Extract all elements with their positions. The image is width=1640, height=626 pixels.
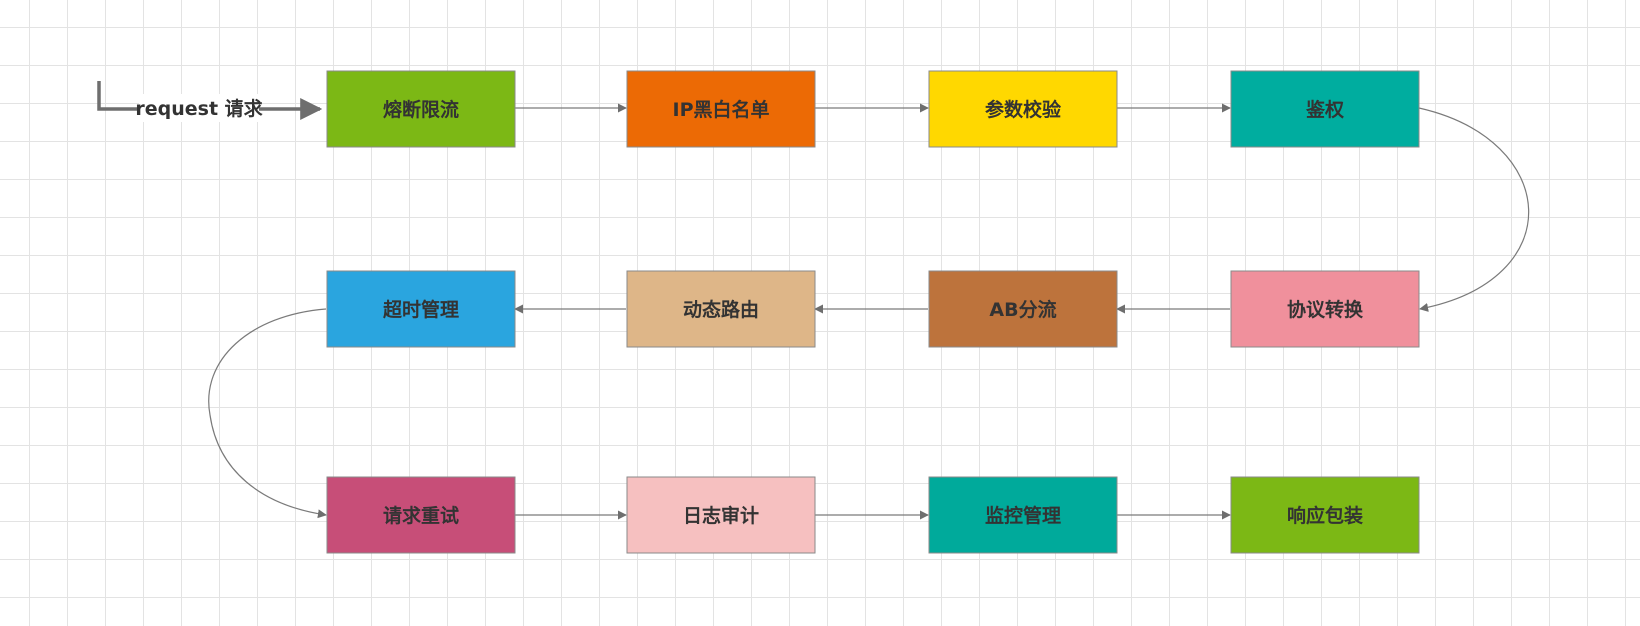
node-box <box>326 270 516 348</box>
node-label: 鉴权 <box>1305 98 1344 121</box>
edge-n8-n9 <box>208 308 327 519</box>
node-response-wrap[interactable]: 响应包装 <box>1230 476 1420 554</box>
node-box <box>1230 70 1420 148</box>
node-param-validation[interactable]: 参数校验 <box>928 70 1118 148</box>
node-box <box>626 70 816 148</box>
node-label: AB分流 <box>989 298 1056 321</box>
node-box <box>626 270 816 348</box>
node-label: IP黑白名单 <box>673 98 770 121</box>
node-ab-split[interactable]: AB分流 <box>928 270 1118 348</box>
node-label: 参数校验 <box>985 98 1062 121</box>
entry-connector: request 请求 <box>97 81 323 122</box>
node-label: 协议转换 <box>1287 298 1364 321</box>
node-request-retry[interactable]: 请求重试 <box>326 476 516 554</box>
node-auth[interactable]: 鉴权 <box>1230 70 1420 148</box>
node-label: 日志审计 <box>683 504 759 527</box>
node-label: 动态路由 <box>683 298 759 321</box>
node-box <box>326 70 516 148</box>
edges <box>208 103 1530 520</box>
node-box <box>626 476 816 554</box>
node-box <box>1230 270 1420 348</box>
node-box <box>1230 476 1420 554</box>
entry-label-bg <box>139 94 259 122</box>
node-log-audit[interactable]: 日志审计 <box>626 476 816 554</box>
node-box <box>928 270 1118 348</box>
node-dynamic-routing[interactable]: 动态路由 <box>626 270 816 348</box>
node-box <box>928 70 1118 148</box>
node-box <box>326 476 516 554</box>
node-label: 监控管理 <box>985 504 1061 527</box>
node-monitoring[interactable]: 监控管理 <box>928 476 1118 554</box>
node-label: 请求重试 <box>383 504 459 527</box>
node-label: 响应包装 <box>1287 504 1363 527</box>
node-label: 超时管理 <box>382 298 459 321</box>
node-ip-list[interactable]: IP黑白名单 <box>626 70 816 148</box>
node-box <box>928 476 1118 554</box>
edge-n4-n5 <box>1418 107 1530 312</box>
entry-label: request 请求 <box>135 97 263 120</box>
node-timeout-management[interactable]: 超时管理 <box>326 270 516 348</box>
node-circuit-breaker[interactable]: 熔断限流 <box>326 70 516 148</box>
node-protocol-convert[interactable]: 协议转换 <box>1230 270 1420 348</box>
node-label: 熔断限流 <box>383 98 459 121</box>
